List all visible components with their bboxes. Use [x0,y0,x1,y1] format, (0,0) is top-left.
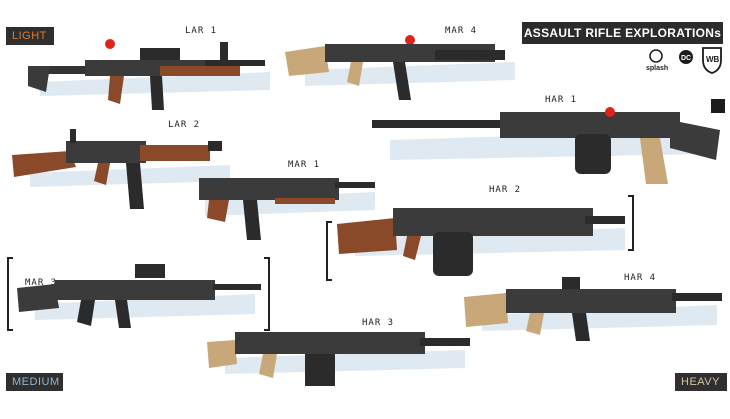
weapon-mar3 [17,264,261,328]
weapon-label-lar2: LAR 2 [168,120,201,130]
svg-text:DC: DC [681,55,691,62]
weapon-mar1 [199,178,375,240]
sheet-title: ASSAULT RIFLE EXPLORATIONs [522,22,723,44]
dc-comics-logo: DC [676,48,696,74]
medium-category-tag: MEDIUM [6,373,63,391]
weapon-label-har2: HAR 2 [489,185,522,195]
svg-text:splash: splash [646,65,668,72]
weapon-label-mar3: MAR 3 [25,278,58,288]
splash-damage-logo: splash [646,48,674,74]
weapon-label-lar1: LAR 1 [185,26,218,36]
weapon-mar4 [285,35,515,100]
weapon-label-har1: HAR 1 [545,95,578,105]
light-category-tag: LIGHT [6,27,54,45]
weapon-har3 [207,332,470,386]
warner-bros-logo: WB [700,46,724,74]
kanji-stamp-icon [711,99,725,113]
weapon-har1 [372,107,720,184]
weapon-lar2 [12,129,230,209]
svg-text:WB: WB [706,55,720,64]
heavy-category-tag: HEAVY [675,373,727,391]
weapon-label-mar1: MAR 1 [288,160,321,170]
weapon-lar1 [28,39,270,110]
weapon-label-har4: HAR 4 [624,273,657,283]
weapon-label-har3: HAR 3 [362,318,395,328]
weapon-har4 [464,277,722,341]
weapon-label-mar4: MAR 4 [445,26,478,36]
weapon-har2 [337,208,625,276]
